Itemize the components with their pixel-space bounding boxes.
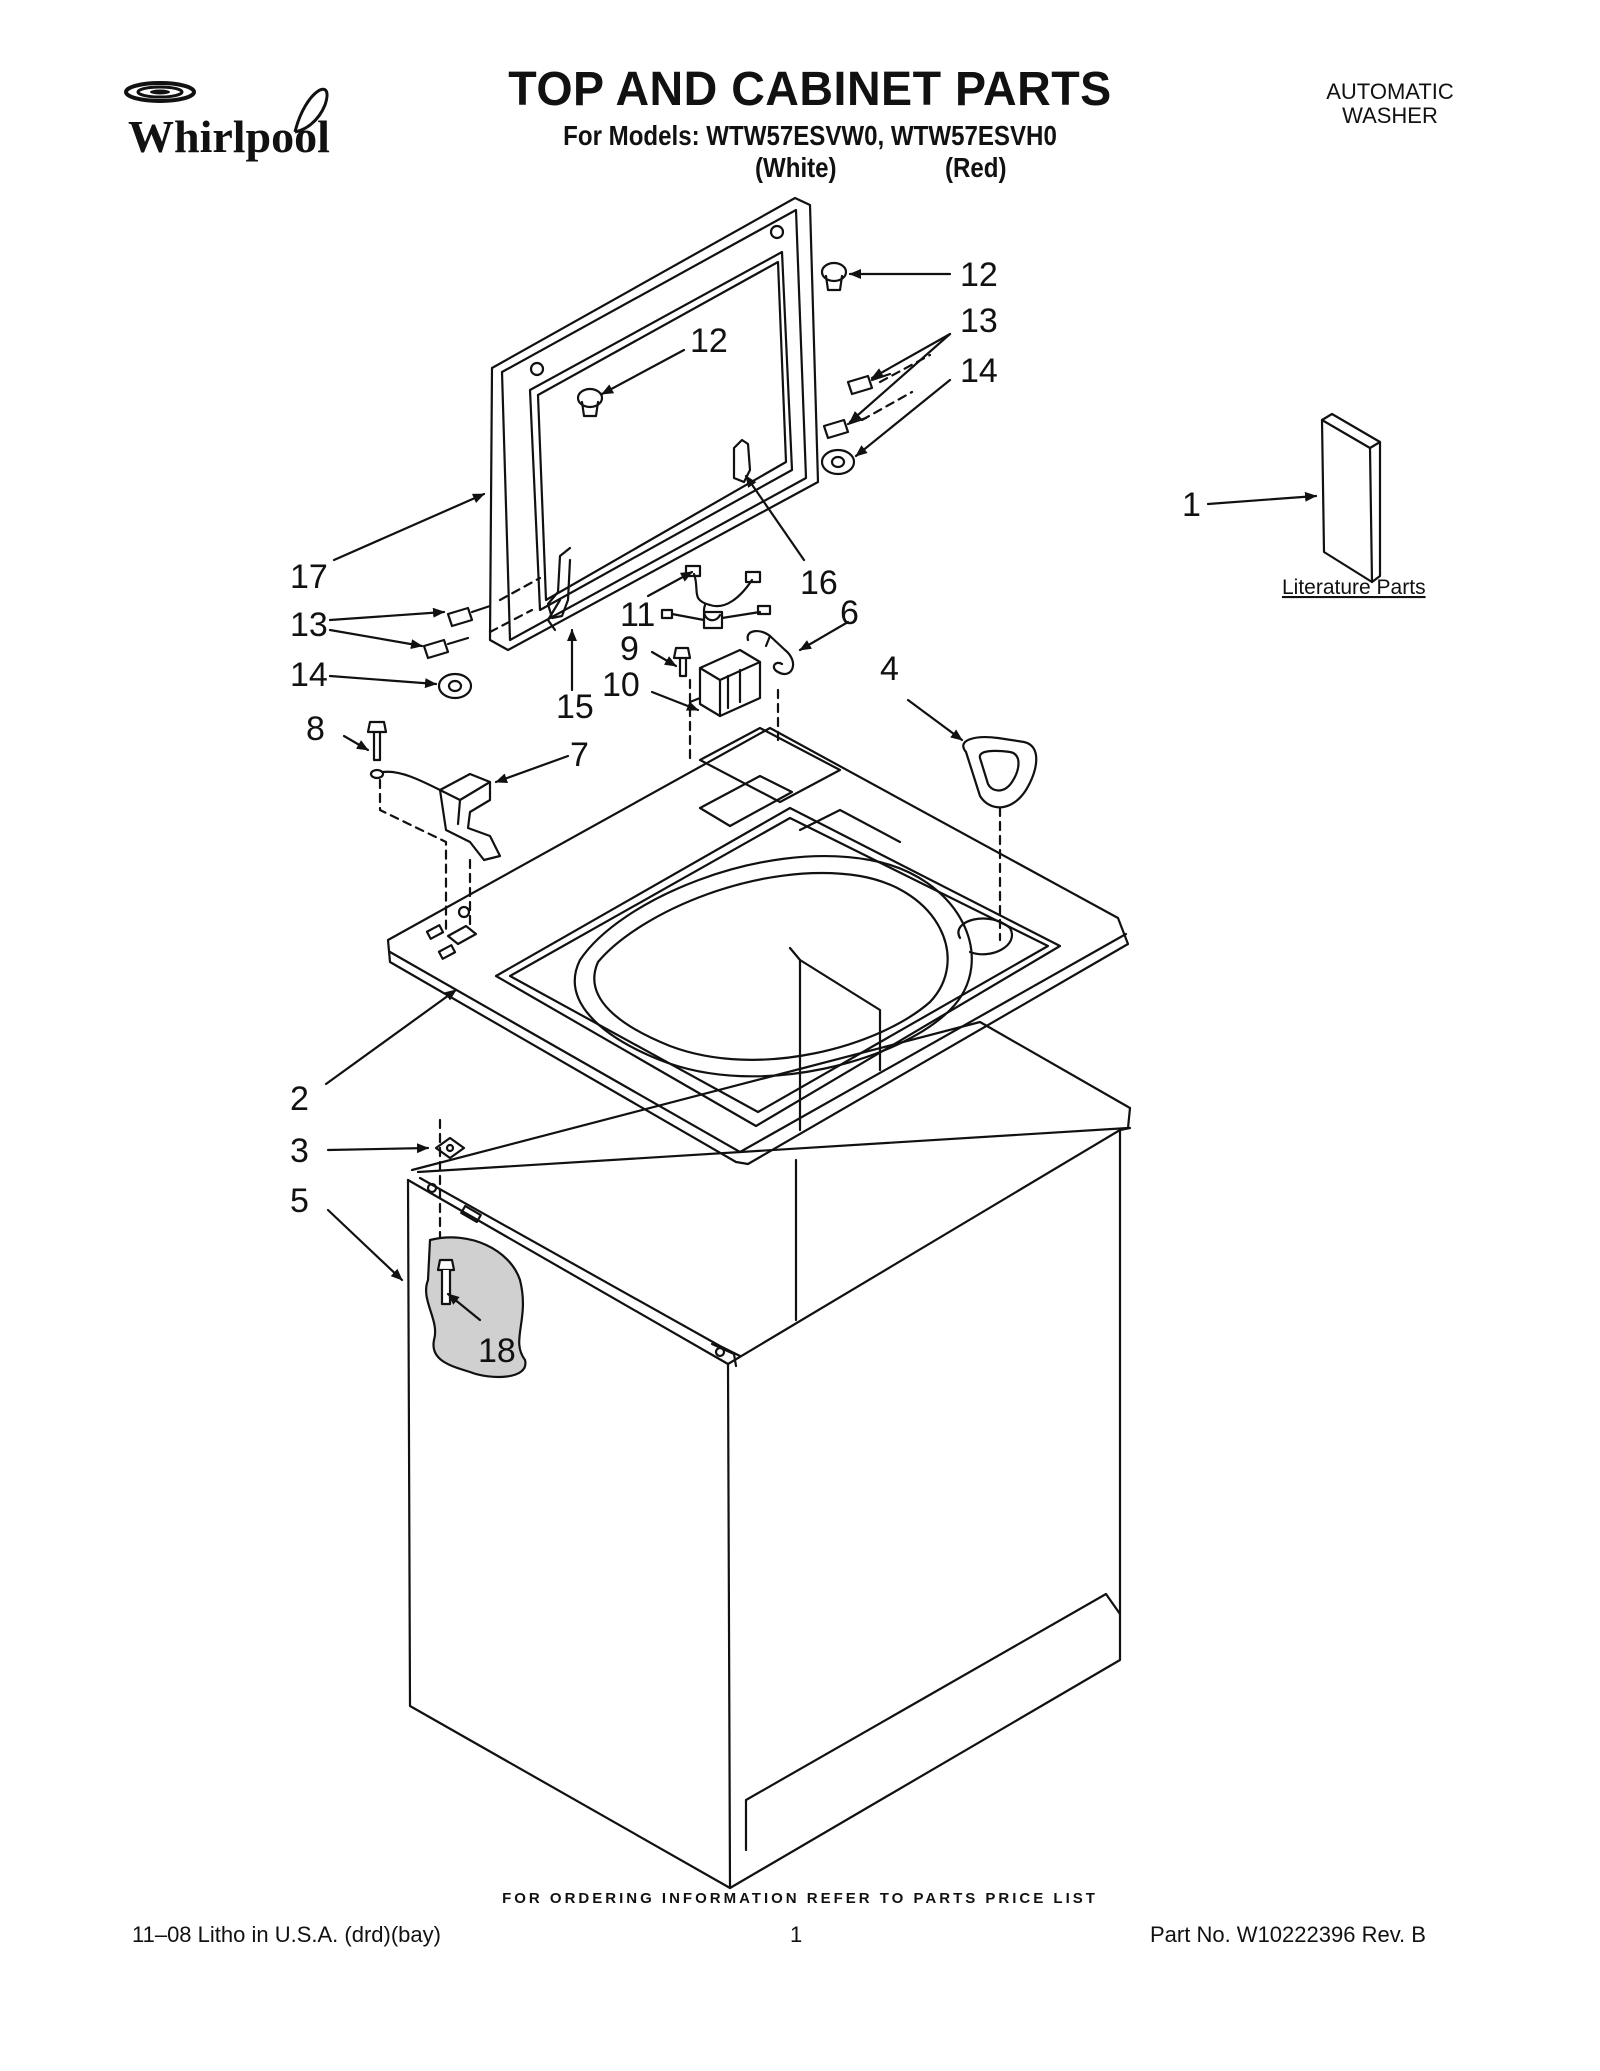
literature-parts-booklet [1320, 412, 1382, 584]
callout-2-top: 2 [290, 1080, 309, 1118]
callout-13-right: 13 [960, 302, 998, 340]
brand-wordmark: Whirlpool [128, 111, 330, 162]
callout-12-inner: 12 [690, 322, 728, 360]
cabinet-cutaway [425, 1236, 527, 1379]
lid-bumper-inner [576, 387, 604, 418]
bleach-dispenser [962, 736, 1038, 809]
page-title: TOP AND CABINET PARTS [508, 63, 1112, 116]
hinge-screw-right-2 [822, 416, 868, 440]
litho-info: 11–08 Litho in U.S.A. (drd)(bay) [132, 1922, 441, 1947]
lid-hinge-front [546, 546, 572, 632]
lid-lock-bracket [438, 772, 502, 862]
wire-harness [660, 564, 772, 630]
callout-13-left: 13 [290, 606, 328, 644]
lid-assembly [488, 196, 820, 652]
product-line-1: AUTOMATIC [1326, 79, 1454, 104]
top-panel [386, 726, 1130, 1166]
color-white-label: (White) [755, 152, 837, 183]
callout-1-literature: 1 [1182, 486, 1201, 524]
harness-clip [746, 630, 795, 675]
ordering-note: FOR ORDERING INFORMATION REFER TO PARTS … [502, 1890, 1098, 1907]
literature-parts-label: Literature Parts [1282, 576, 1426, 599]
callout-17-lid: 17 [290, 558, 328, 596]
callout-8-screw: 8 [306, 710, 325, 748]
lid-hinge-rear [732, 438, 752, 484]
hinge-screw-left-2 [422, 636, 470, 660]
part-number: Part No. W10222396 Rev. B [1150, 1922, 1426, 1947]
cabinet-corner-clip [434, 1136, 466, 1160]
product-line-2: WASHER [1342, 103, 1438, 128]
bumper-left [437, 672, 473, 700]
callout-9-screw: 9 [620, 630, 639, 668]
color-red-label: (Red) [945, 152, 1007, 183]
callout-3-clip: 3 [290, 1132, 309, 1170]
bracket-screw [366, 720, 442, 792]
whirlpool-logo: Whirlpool [124, 81, 330, 162]
callout-16-hinge: 16 [800, 564, 838, 602]
product-type: AUTOMATIC WASHER [1270, 80, 1510, 128]
switch-screw [672, 646, 692, 678]
callout-7-bracket: 7 [570, 736, 589, 774]
cabinet [406, 1020, 1132, 1890]
callout-12-bumper: 12 [960, 256, 998, 294]
callout-10-switch: 10 [602, 666, 640, 704]
callout-4-dispenser: 4 [880, 650, 899, 688]
callout-15-hinge: 15 [556, 688, 594, 726]
callout-18-screw: 18 [478, 1332, 516, 1370]
bumper-right [820, 448, 856, 476]
callout-14-left: 14 [290, 656, 328, 694]
leader-arrows [324, 269, 1318, 1322]
hinge-screw-left-1 [446, 604, 492, 628]
model-colors: (White) (Red) [430, 152, 1190, 188]
model-numbers: For Models: WTW57ESVW0, WTW57ESVH0 [563, 120, 1057, 151]
lid-bumper-top [820, 261, 848, 292]
lid-switch [688, 648, 762, 718]
callout-11-harness: 11 [620, 596, 655, 634]
page-number: 1 [790, 1922, 803, 1947]
callout-14-right: 14 [960, 352, 998, 390]
callout-5-cabinet: 5 [290, 1182, 309, 1220]
callout-6-clip: 6 [840, 594, 859, 632]
